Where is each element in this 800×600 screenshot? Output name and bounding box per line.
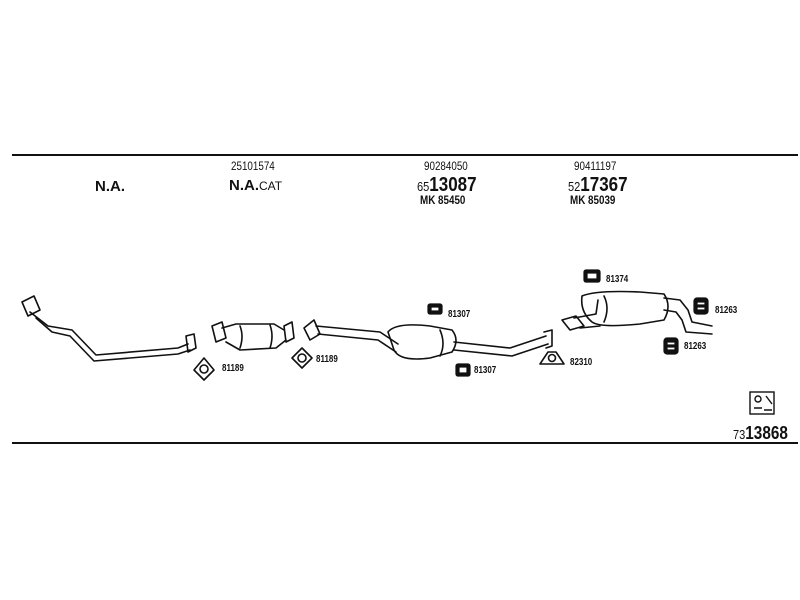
part-label-mount-bottom-mid: 81307 bbox=[474, 365, 497, 376]
rubber-mount-icon-right-top bbox=[693, 297, 709, 315]
footer-code: 7313868 bbox=[733, 424, 788, 442]
bottom-rule bbox=[12, 442, 798, 444]
header-col2-number: 25101574 bbox=[231, 159, 275, 173]
header-col4-code-prefix: 52 bbox=[568, 179, 581, 194]
header-col2-label: N.A.CAT bbox=[229, 178, 282, 194]
rear-silencer bbox=[561, 290, 713, 335]
header-col3-code-prefix: 65 bbox=[417, 179, 430, 194]
rubber-mount-icon-top-mid bbox=[427, 303, 443, 315]
header-col3-code: 6513087 bbox=[417, 175, 477, 195]
header-col3-mk: MK 85450 bbox=[420, 193, 466, 207]
header-col4-number: 90411197 bbox=[574, 159, 617, 173]
header-col4-code: 5217367 bbox=[568, 175, 628, 195]
header-col3-number: 90284050 bbox=[424, 159, 468, 173]
middle-pipe bbox=[303, 319, 553, 360]
header-col1-label: N.A. bbox=[95, 178, 125, 195]
header-col2-label-small: CAT bbox=[259, 179, 283, 193]
header-col4-code-main: 17367 bbox=[580, 174, 628, 196]
clamp-icon-b bbox=[291, 347, 313, 369]
header-col2-label-bold: N.A. bbox=[229, 177, 259, 194]
top-rule bbox=[12, 154, 798, 156]
part-label-mount-top-rear: 81374 bbox=[606, 274, 629, 285]
part-label-mount-right-bottom: 81263 bbox=[684, 341, 707, 352]
rubber-mount-icon-top-rear bbox=[583, 269, 601, 283]
catalytic-converter bbox=[211, 321, 295, 351]
footer-code-main: 13868 bbox=[745, 423, 788, 443]
part-label-mount-top-mid: 81307 bbox=[448, 309, 471, 320]
rubber-mount-icon-bottom-mid bbox=[455, 363, 471, 377]
footer-code-prefix: 73 bbox=[733, 427, 746, 442]
header-col4-mk: MK 85039 bbox=[570, 193, 616, 207]
part-label-clamp-b: 81189 bbox=[316, 354, 338, 365]
part-label-clamp-a: 81189 bbox=[222, 363, 244, 374]
part-label-mount-right-top: 81263 bbox=[715, 305, 738, 316]
rubber-mount-icon-right-bottom bbox=[663, 337, 679, 355]
part-label-clamp-c: 82310 bbox=[570, 357, 593, 368]
info-sheet-icon bbox=[749, 391, 775, 415]
clamp-icon-a bbox=[193, 357, 215, 381]
header-col3-code-main: 13087 bbox=[429, 174, 477, 196]
clamp-icon-c bbox=[539, 351, 565, 365]
front-pipe bbox=[21, 295, 197, 362]
